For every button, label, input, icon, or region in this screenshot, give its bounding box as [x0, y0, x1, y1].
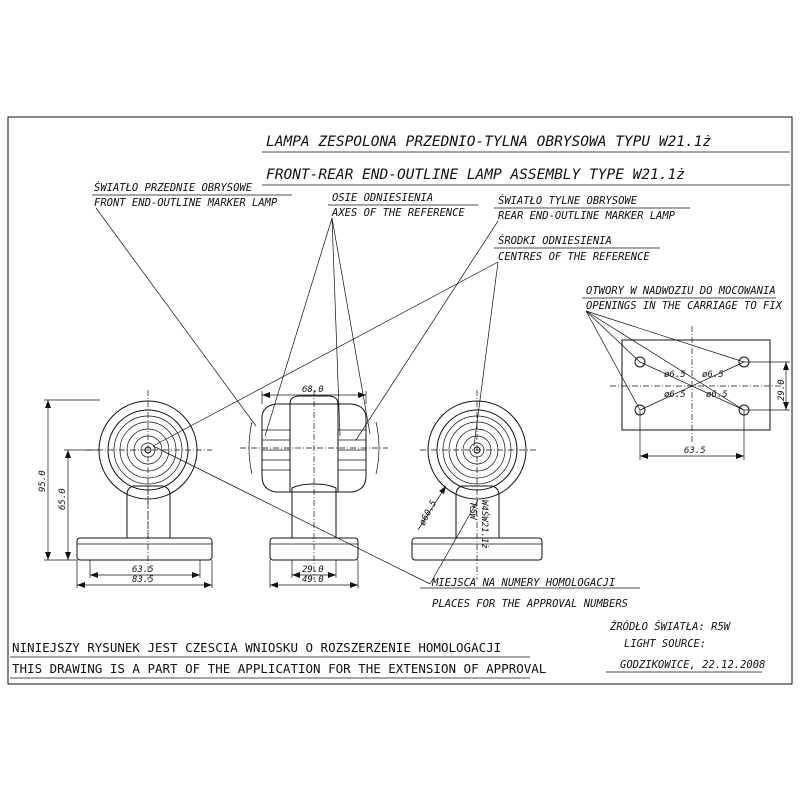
label-openings-en: OPENINGS IN THE CARRIAGE TO FIX	[586, 300, 783, 312]
mounting-holes-pattern: ø6.5 ø6.5 ø6.5 ø6.5 29.0 63.5	[610, 326, 790, 460]
approval-callout: MIEJSCA NA NUMERY HOMOLOGACJI PLACES FOR…	[152, 445, 640, 610]
dim-hole-3: ø6.5	[664, 390, 686, 400]
rear-view: ø60.5 W4ŚW21.1ż R5W	[411, 390, 543, 580]
light-source-pl: ŹRÓDŁO ŚWIATŁA: R5W	[609, 620, 732, 633]
label-approval-en: PLACES FOR THE APPROVAL NUMBERS	[432, 598, 628, 610]
stem-bulb: R5W	[467, 503, 477, 521]
stem-code: W4ŚW21.1ż	[479, 500, 491, 549]
dim-height-center: 65.0	[58, 488, 68, 510]
label-front-marker-pl: ŚWIATŁO PRZEDNIE OBRYSOWE	[94, 181, 253, 194]
dim-lens-diameter: ø60.5	[418, 499, 440, 528]
label-rear-marker-pl: ŚWIATŁO TYLNE OBRYSOWE	[498, 194, 638, 207]
title-english: FRONT-REAR END-OUTLINE LAMP ASSEMBLY TYP…	[266, 167, 685, 183]
dim-stem-outer: 49.0	[302, 575, 324, 585]
label-axes-pl: OSIE ODNIESIENIA	[332, 192, 433, 204]
note-polish: NINIEJSZY RYSUNEK JEST CZESCIA WNIOSKU O…	[12, 640, 501, 655]
note-english: THIS DRAWING IS A PART OF THE APPLICATIO…	[12, 661, 546, 676]
drawing-frame	[7, 116, 793, 685]
dim-stem-inner: 29.0	[302, 565, 324, 575]
side-view: 68.0 29.0 49.0	[240, 385, 388, 588]
dim-height-total: 95.0	[38, 470, 48, 492]
mount-hole-tl	[634, 356, 646, 368]
dim-hole-2: ø6.5	[702, 370, 724, 380]
label-openings-pl: OTWORY W NADWOZIU DO MOCOWANIA	[586, 285, 776, 297]
leader-lines	[95, 207, 745, 447]
front-view: 95.0 65.0 63.5 83.5	[38, 390, 213, 588]
dim-width-top: 68.0	[302, 385, 324, 395]
dim-hole-spacing-h: 63.5	[684, 446, 706, 456]
label-approval-pl: MIEJSCA NA NUMERY HOMOLOGACJI	[431, 577, 616, 589]
place-date: GODZIKOWICE, 22.12.2008	[620, 659, 765, 671]
label-centres-en: CENTRES OF THE REFERENCE	[498, 251, 650, 263]
dim-hole-1: ø6.5	[664, 370, 686, 380]
label-rear-marker-en: REAR END-OUTLINE MARKER LAMP	[498, 210, 676, 222]
dim-base-outer: 83.5	[132, 575, 154, 585]
label-axes-en: AXES OF THE REFERENCE	[331, 207, 465, 219]
label-front-marker-en: FRONT END-OUTLINE MARKER LAMP	[94, 197, 278, 209]
label-centres-pl: ŚRODKI ODNIESIENIA	[498, 234, 612, 247]
dim-hole-spacing-v: 29.0	[777, 379, 787, 401]
light-source-en: LIGHT SOURCE:	[624, 638, 706, 650]
title-polish: LAMPA ZESPOLONA PRZEDNIO-TYLNA OBRYSOWA …	[266, 134, 711, 150]
dim-hole-4: ø6.5	[706, 390, 728, 400]
dim-base-inner: 63.5	[132, 565, 154, 575]
